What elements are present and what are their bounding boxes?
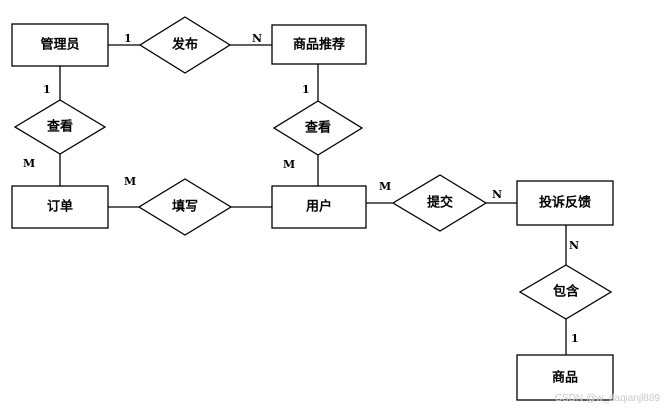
rel-view1-diamond [13,99,107,155]
entity-admin-box [11,23,109,67]
card-publish-rec: N [252,32,262,45]
entity-rec-label: 商品推荐 [293,37,345,53]
card-admin-view1: 1 [43,83,51,96]
rel-submit-label: 提交 [427,195,453,211]
rel-view1-label: 查看 [46,119,73,135]
card-contain-goods: 1 [571,332,579,345]
entity-complaint-box [516,180,614,226]
entity-user-box [271,185,367,229]
connectors [59,44,567,355]
entity-rec-box [271,24,367,65]
entity-order-box [11,185,109,229]
rel-view2: 查看 [272,100,364,156]
rel-view1: 查看 [13,99,107,155]
card-complaint-contain: N [569,239,579,252]
rel-contain-label: 包含 [553,284,580,300]
entity-admin-label: 管理员 [40,37,79,53]
rel-submit: 提交 [391,174,488,232]
entity-complaint: 投诉反馈 [516,180,614,226]
entity-complaint-label: 投诉反馈 [539,195,591,211]
entity-order-label: 订单 [47,199,73,215]
rel-contain-diamond [518,264,613,320]
rel-view2-diamond [272,100,364,156]
entity-goods-box [516,354,614,401]
entity-user: 用户 [271,185,367,229]
entity-admin: 管理员 [11,23,109,67]
entity-user-label: 用户 [305,199,332,215]
watermark: CSDN @w_daqianjl889 [555,393,661,404]
rel-publish: 发布 [138,16,232,74]
entity-order: 订单 [11,185,109,229]
entity-goods-label: 商品 [552,370,578,386]
rel-submit-diamond [391,174,488,232]
rel-fill: 填写 [137,178,233,236]
rel-publish-diamond [138,16,232,74]
rel-fill-label: 填写 [172,199,198,215]
cardinalities: 1 N 1 M 1 M M M N N 1 [23,32,579,345]
entity-rec: 商品推荐 [271,24,367,65]
rel-view2-label: 查看 [304,120,331,136]
card-order-fill: M [124,175,136,188]
card-view1-order: M [23,157,35,170]
card-user-submit: M [379,180,391,193]
rel-publish-label: 发布 [171,37,198,53]
entity-goods: 商品 [516,354,614,401]
card-rec-view2: 1 [302,83,310,96]
rel-fill-diamond [137,178,233,236]
card-admin-publish: 1 [124,32,132,45]
card-submit-complaint: N [492,188,502,201]
rel-contain: 包含 [518,264,613,320]
card-view2-user: M [283,158,295,171]
